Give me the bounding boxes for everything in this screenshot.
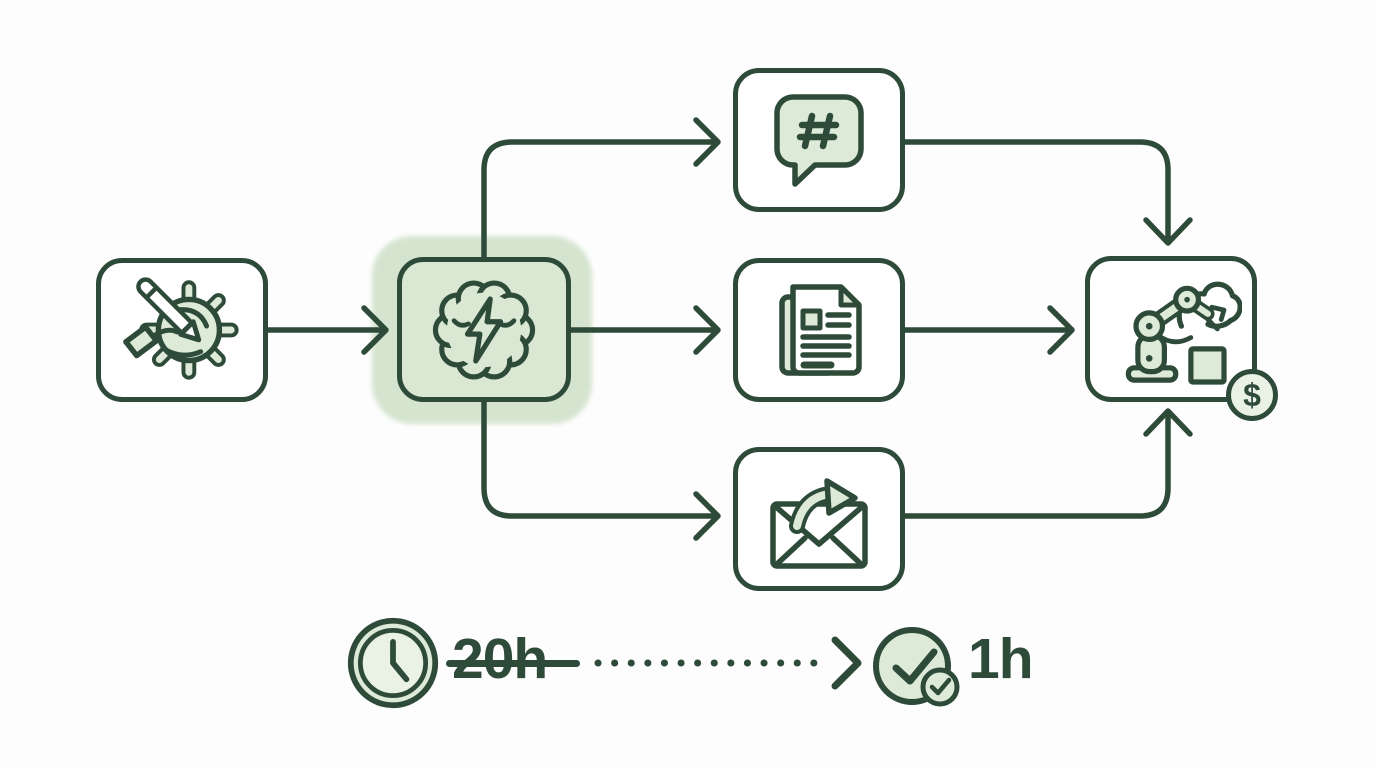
arrow-ai-to-social [481,117,721,261]
pencil-gear-icon [123,277,239,380]
arrow-ai-to-email [481,397,721,541]
document-icon [779,284,862,376]
node-email [733,447,905,591]
strikethrough-line [446,660,580,667]
node-automation [1085,256,1257,402]
clock-icon [347,617,439,709]
badge-label: $ [1243,376,1261,413]
dotted-arrow-icon [594,636,862,690]
arrow-article-to-automation [900,305,1075,355]
robot-arm-cloud-icon [1125,281,1242,385]
arrow-social-to-automation [900,139,1193,246]
node-article [733,258,905,402]
hashtag-bubble-icon [774,94,864,187]
arrow-ai-to-article [567,305,721,355]
check-circles-icon [873,627,960,707]
node-ai [397,257,571,402]
arrow-input-to-ai [263,305,389,355]
brain-bolt-icon [432,280,536,379]
arrow-email-to-automation [900,408,1193,519]
dollar-icon: $ [1226,369,1278,421]
time-before-label: 20h [452,627,548,691]
node-input [96,258,268,402]
email-forward-icon [770,478,868,569]
node-social [733,68,905,212]
time-after-label: 1h [968,627,1034,691]
